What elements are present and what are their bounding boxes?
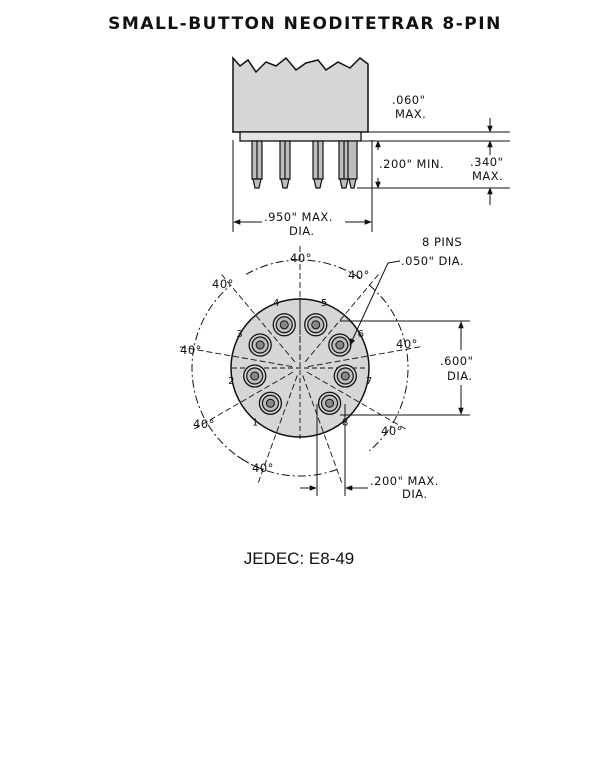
dim-200b-sub: DIA. (402, 487, 428, 501)
pin-side (347, 140, 358, 189)
angle-label: 40° (212, 277, 234, 291)
angle-label: 40° (180, 343, 202, 357)
pin-side (338, 140, 350, 189)
pin-contact (333, 364, 357, 388)
page-title: SMALL-BUTTON NEODITETRAR 8-PIN (108, 14, 502, 34)
radial-line (302, 375, 343, 483)
radial-line (194, 371, 294, 430)
pins-count-label: 8 PINS (422, 235, 462, 249)
radial-line (257, 375, 298, 483)
pin-contact (328, 333, 352, 357)
pins-bottom (243, 313, 357, 415)
pin-side (312, 140, 324, 189)
angle-arc (369, 284, 409, 452)
socket-body-side (232, 56, 369, 133)
pin-side (251, 140, 263, 189)
pin-number: 3 (236, 329, 243, 340)
radial-lines (179, 246, 421, 483)
pin-number: 4 (273, 298, 280, 309)
dim-950-label: .950" MAX. (264, 210, 333, 224)
radial-line (179, 346, 293, 368)
dim-600-sub: DIA. (447, 369, 473, 383)
pin-number: 6 (358, 329, 365, 340)
pin-contact (272, 313, 296, 337)
dim-200b-lines (300, 404, 368, 496)
pin-number: 7 (366, 376, 373, 387)
angle-label: 40° (348, 268, 370, 282)
pin-contact (243, 364, 267, 388)
dim-060-label: .060" (392, 93, 425, 107)
angle-label: 40° (193, 417, 215, 431)
pin-contact (317, 391, 342, 415)
pin-contact (248, 333, 272, 357)
pins-side (251, 140, 358, 189)
dim-950-sub: DIA. (289, 224, 315, 238)
side-view: .060" MAX. .200" MIN. .340" MAX. .950" M… (232, 56, 510, 238)
radial-line (306, 371, 406, 430)
angle-label: 40° (290, 251, 312, 265)
dim-060-sub: MAX. (395, 107, 426, 121)
pin-number: 1 (252, 418, 259, 429)
pin-side (279, 140, 291, 189)
angle-arc (191, 284, 264, 470)
pin-contact (304, 313, 328, 337)
radial-line (304, 274, 379, 363)
pin-dia-label: .050" DIA. (401, 254, 464, 268)
pin-number: 2 (228, 376, 235, 387)
pin-contact (258, 391, 283, 415)
pin-number: 5 (321, 298, 328, 309)
pin-dia-leader (349, 260, 401, 346)
angle-label: 40° (252, 461, 274, 475)
dim-340-label: .340" (470, 155, 503, 169)
bottom-view: 1 2 3 4 5 6 7 8 8 PINS (179, 235, 473, 501)
dim-200b-label: .200" MAX. (370, 474, 439, 488)
dim-200-label: .200" MIN. (379, 157, 444, 171)
angle-arc (245, 259, 363, 280)
angle-arc (237, 456, 338, 477)
dim-600-label: .600" (440, 354, 473, 368)
dim-340-sub: MAX. (472, 169, 503, 183)
angle-label: 40° (396, 337, 418, 351)
socket-base-side (239, 131, 362, 142)
side-extension-lines (232, 131, 510, 232)
jedec-caption: JEDEC: E8-49 (243, 549, 355, 568)
angle-label: 40° (381, 424, 403, 438)
radial-line (307, 346, 421, 368)
radial-line (221, 274, 296, 363)
angle-arcs (191, 259, 409, 477)
